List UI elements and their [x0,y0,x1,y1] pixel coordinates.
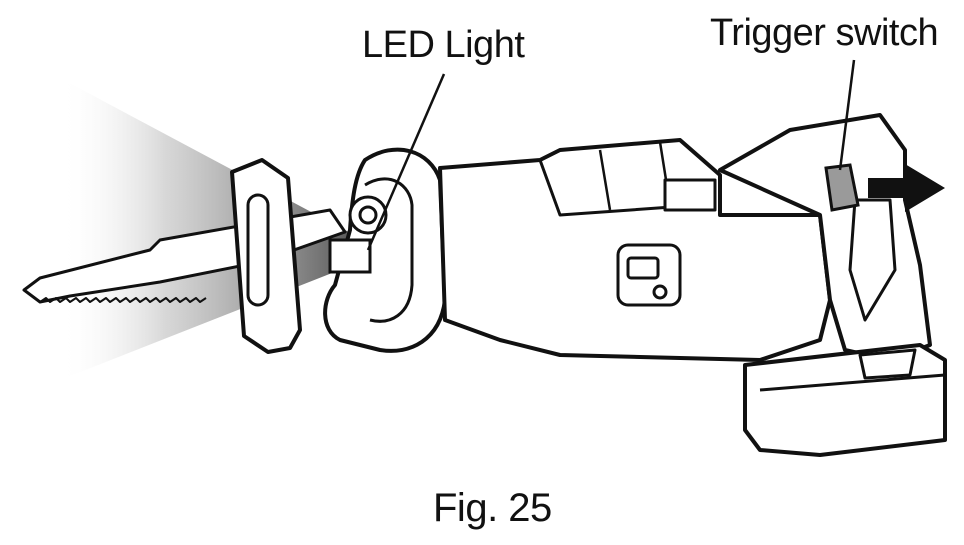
led-light-label: LED Light [362,24,525,66]
shoe [230,158,302,354]
battery-pack [743,343,947,457]
trigger-switch [824,163,860,212]
trigger-switch-label: Trigger switch [710,12,939,54]
trigger-switch-leader-line [838,59,856,171]
led-light-leader-line [366,73,446,251]
blade-release-lever [616,243,682,307]
arrow-right-icon [868,164,945,212]
front-guard [323,147,447,353]
handle [718,113,932,362]
led-light [328,238,372,274]
figure-caption: Fig. 25 [433,486,552,530]
light-beam [60,78,360,380]
